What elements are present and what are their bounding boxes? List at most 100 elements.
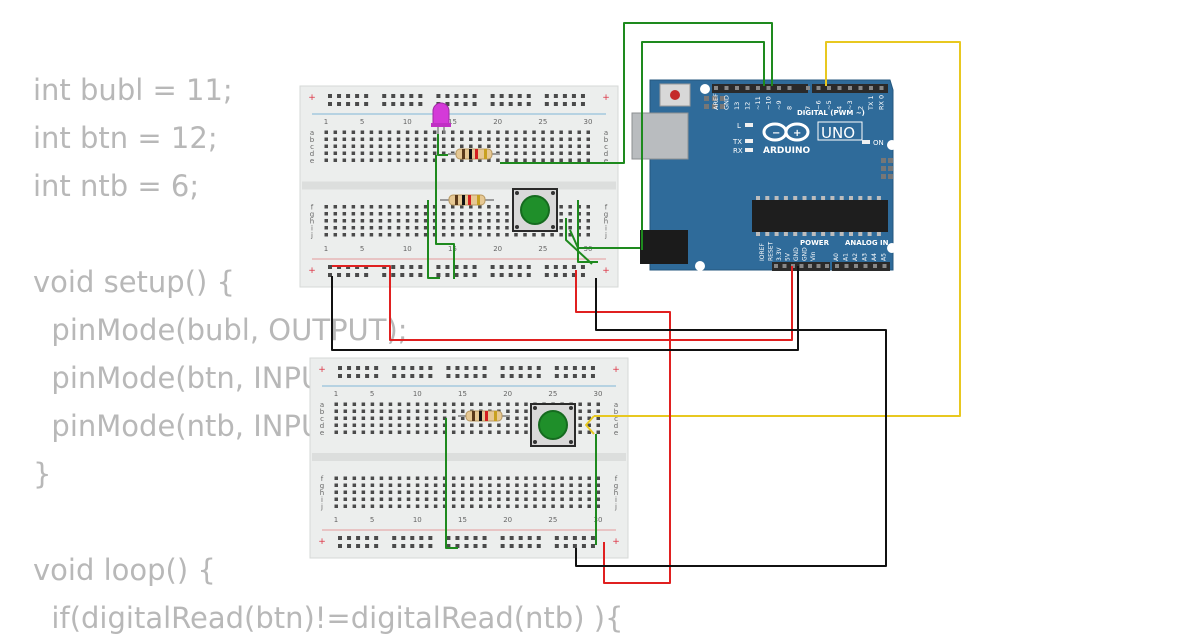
analog-pin-label: A4 xyxy=(871,253,878,261)
digital-pin-label: TX 1 xyxy=(867,95,875,111)
led-on-indicator xyxy=(862,140,870,144)
column-label: 20 xyxy=(493,118,502,126)
analog-pin-label: A5 xyxy=(881,253,888,261)
code-line: int ntb = 6; xyxy=(33,169,200,203)
resistor-1[interactable] xyxy=(448,148,500,160)
digital-pin-label: RX 0 xyxy=(878,95,886,110)
row-label: b xyxy=(320,408,325,416)
column-label: 15 xyxy=(448,245,457,253)
svg-text:+: + xyxy=(612,365,620,375)
code-editor-overlay: int bubl = 11; int btn = 12; int ntb = 6; v… xyxy=(33,66,624,642)
atmega-chip xyxy=(752,200,888,232)
row-label: h xyxy=(320,489,324,497)
wire-black-gnd-2[interactable] xyxy=(575,278,887,567)
power-pin-label: IOREF xyxy=(759,243,766,261)
column-label: 10 xyxy=(413,390,422,398)
power-pin-label: GND xyxy=(802,247,809,261)
row-label: b xyxy=(604,136,609,144)
svg-text:+: + xyxy=(602,93,610,103)
svg-text:+: + xyxy=(793,128,801,139)
digital-pin-label: 12 xyxy=(744,102,752,110)
svg-text:+: + xyxy=(308,93,316,103)
digital-pin-label: GND xyxy=(723,95,731,110)
digital-pin-label: ~9 xyxy=(775,100,783,110)
led-magenta[interactable] xyxy=(431,102,451,134)
svg-text:−: − xyxy=(772,128,780,139)
column-label: 10 xyxy=(403,118,412,126)
column-label: 5 xyxy=(360,245,364,253)
row-label: i xyxy=(605,225,607,233)
code-line: int bubl = 11; xyxy=(33,73,233,107)
row-label: f xyxy=(615,475,618,483)
column-label: 10 xyxy=(403,245,412,253)
wire-green-gnd-1[interactable] xyxy=(435,155,455,279)
column-label: 30 xyxy=(594,390,603,398)
usb-port xyxy=(631,112,689,160)
analog-header-label: ANALOG IN xyxy=(845,239,889,247)
wire-green-gnd-3[interactable] xyxy=(445,418,458,549)
row-label: j xyxy=(310,232,313,240)
row-label: e xyxy=(614,429,618,437)
reset-button[interactable] xyxy=(670,90,680,100)
row-label: c xyxy=(614,415,618,423)
column-label: 15 xyxy=(458,516,467,524)
column-label: 5 xyxy=(370,516,374,524)
wire-yellow-pin6[interactable] xyxy=(594,41,961,417)
wire-red-5v-1[interactable] xyxy=(332,265,793,341)
row-label: e xyxy=(320,429,324,437)
digital-pin-label: 8 xyxy=(786,106,794,110)
column-label: 1 xyxy=(334,390,338,398)
row-label: c xyxy=(320,415,324,423)
column-label: 20 xyxy=(503,390,512,398)
row-label: e xyxy=(310,157,314,165)
row-label: b xyxy=(310,136,315,144)
wire-green-btn-rail[interactable] xyxy=(577,200,598,263)
power-pin-label: 5V xyxy=(785,252,792,261)
wire-red-5v-2[interactable] xyxy=(575,270,671,584)
pushbutton-1[interactable] xyxy=(512,188,558,232)
wire-green-led-resistor[interactable] xyxy=(437,134,448,156)
power-pin-label: Vin xyxy=(810,251,817,261)
wire-black-gnd-1[interactable] xyxy=(331,266,799,351)
wire-green-pin12[interactable] xyxy=(500,22,773,164)
wire-green-gnd-2[interactable] xyxy=(427,200,440,279)
arduino-model: UNO xyxy=(821,124,855,142)
digital-pin-label: AREF xyxy=(712,93,720,110)
svg-text:+: + xyxy=(318,365,326,375)
row-label: e xyxy=(604,157,608,165)
column-label: 5 xyxy=(370,390,374,398)
digital-pin-label: 4 xyxy=(836,106,844,110)
power-pin-label: RESET xyxy=(768,241,775,261)
code-line: int btn = 12; xyxy=(33,121,218,155)
row-label: j xyxy=(320,503,323,511)
power-pin-label: 3.3V xyxy=(776,246,783,261)
row-label: g xyxy=(320,482,324,490)
row-label: c xyxy=(310,143,314,151)
row-label: d xyxy=(604,150,608,158)
row-label: h xyxy=(310,218,314,226)
digital-pin-label: 2 xyxy=(857,106,865,110)
row-label: f xyxy=(605,204,608,212)
row-label: i xyxy=(311,225,313,233)
row-label: h xyxy=(604,218,608,226)
pushbutton-2[interactable] xyxy=(530,403,576,447)
row-label: a xyxy=(614,401,618,409)
wire-green-pin11[interactable] xyxy=(641,41,765,250)
row-label: g xyxy=(604,211,608,219)
column-label: 15 xyxy=(448,118,457,126)
row-label: a xyxy=(604,129,608,137)
resistor-2[interactable] xyxy=(440,194,494,206)
wire-green-btn2[interactable] xyxy=(565,218,593,265)
row-label: b xyxy=(614,408,619,416)
column-label: 5 xyxy=(360,118,364,126)
row-label: i xyxy=(321,496,323,504)
code-line: void setup() { xyxy=(33,265,235,299)
led-l-label: L xyxy=(737,122,741,130)
resistor-3[interactable] xyxy=(458,410,510,422)
analog-pin-label: A1 xyxy=(843,253,850,261)
row-label: c xyxy=(604,143,608,151)
column-label: 25 xyxy=(548,390,557,398)
